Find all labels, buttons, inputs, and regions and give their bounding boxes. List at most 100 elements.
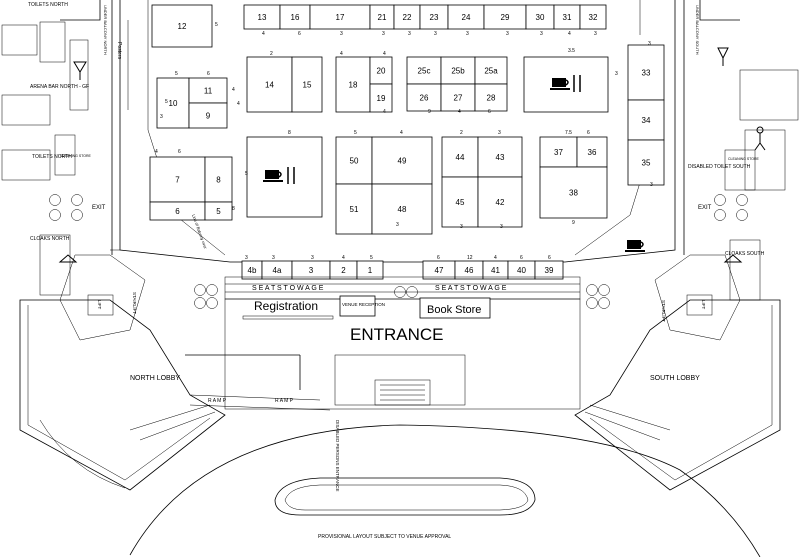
booth-label: 12: [178, 22, 187, 31]
booth-7: 7: [149, 156, 206, 203]
booth-label: 35: [642, 159, 651, 168]
booth-label: 9: [206, 112, 211, 121]
round-table: [736, 209, 748, 221]
booth-4b: 4b: [241, 260, 263, 280]
booth-label: 3: [309, 266, 314, 275]
round-table: [714, 194, 726, 206]
booth-50: 50: [335, 136, 373, 185]
booth-3: 3: [291, 260, 331, 280]
cloaks-north: CLOAKS NORTH: [30, 236, 70, 242]
booth-41: 41: [482, 260, 509, 280]
dimension-label: 3: [506, 31, 509, 37]
booth-18: 18: [335, 56, 371, 113]
booth-15: 15: [291, 56, 323, 113]
dimension-label: 4: [494, 255, 497, 261]
booth-32: 32: [579, 4, 607, 30]
dimension-label: 4: [568, 31, 571, 37]
venue-reception-label: VENUE RECEPTION: [342, 302, 385, 307]
booth-label: 33: [642, 69, 651, 78]
round-table: [406, 286, 418, 298]
round-table: [49, 209, 61, 221]
dimension-label: 6: [587, 130, 590, 136]
booth-45: 45: [441, 176, 479, 228]
booth-21: 21: [369, 4, 395, 30]
booth-38: 38: [539, 166, 608, 219]
booth-37: 37: [539, 136, 578, 168]
dimension-label: 8: [288, 130, 291, 136]
booth-label: 46: [465, 266, 474, 275]
booth-label: 18: [349, 81, 358, 90]
dimension-label: 3: [466, 31, 469, 37]
booth-17: 17: [309, 4, 371, 30]
booth-label: 49: [398, 157, 407, 166]
booth-label: 19: [377, 94, 386, 103]
booth-20: 20: [369, 56, 393, 85]
booth-label: 41: [491, 266, 500, 275]
round-table: [714, 209, 726, 221]
booth-label: 15: [303, 81, 312, 90]
booth-label: 43: [496, 153, 505, 162]
book-store-label: Book Store: [427, 304, 481, 316]
booth-23: 23: [419, 4, 449, 30]
toilets-north: TOILETS NORTH: [32, 154, 72, 160]
booth-34: 34: [627, 99, 665, 141]
stairlift-south: STAIRLIFT: [661, 300, 666, 322]
booth-label: 6: [175, 207, 180, 216]
dimension-label: 3: [340, 31, 343, 37]
under-balcony-south: UNDER BALCONY SOUTH: [695, 5, 700, 55]
entrance-block: [185, 295, 581, 411]
booth-label: 26: [420, 94, 429, 103]
booth-label: 29: [501, 13, 510, 22]
booth-9: 9: [188, 102, 228, 129]
cloaks-south: CLOAKS SOUTH: [725, 251, 765, 257]
booth-51: 51: [335, 183, 373, 235]
registration-label: Registration: [254, 299, 318, 313]
round-table: [586, 284, 598, 296]
left-services: [1, 21, 89, 296]
cafe-icon: [263, 170, 283, 182]
dining-icon: [573, 75, 581, 92]
dimension-label: 3: [594, 31, 597, 37]
dimension-label: 4: [237, 101, 240, 107]
booth-label: 23: [430, 13, 439, 22]
booth-label: 24: [462, 13, 471, 22]
ramp-right: R A M P: [275, 398, 294, 404]
booth-label: 42: [496, 198, 505, 207]
dimension-label: 3: [311, 255, 314, 261]
exit-north: EXIT: [92, 205, 106, 211]
booth-25c: 25c: [406, 56, 442, 85]
booth-29: 29: [483, 4, 527, 30]
dimension-label: 3: [382, 31, 385, 37]
round-table: [206, 297, 218, 309]
dimension-label: 4: [262, 31, 265, 37]
booth-11: 11: [188, 77, 228, 104]
booth-label: 38: [569, 189, 578, 198]
booth-25a: 25a: [474, 56, 508, 85]
round-table: [598, 284, 610, 296]
south-lobby-label: SOUTH LOBBY: [650, 375, 700, 382]
disabled-entrance: DISABLED PERSONS ENTRANCE: [335, 420, 340, 492]
round-table: [71, 194, 83, 206]
booth-30: 30: [525, 4, 555, 30]
dimension-label: 3: [615, 71, 618, 77]
dimension-label: 6: [437, 255, 440, 261]
booth-31: 31: [553, 4, 581, 30]
dimension-label: 3: [500, 224, 503, 230]
dimension-label: 3: [648, 41, 651, 47]
booth-26: 26: [406, 83, 442, 112]
booth-label: 50: [350, 157, 359, 166]
dimension-label: 5: [354, 130, 357, 136]
stage-front: S E A T S T O W A G E S E A T S T O W A …: [224, 276, 581, 300]
round-table: [194, 284, 206, 296]
booth-label: 25b: [451, 67, 465, 76]
round-table: [598, 297, 610, 309]
dimension-label: 6: [207, 71, 210, 77]
booth-1: 1: [356, 260, 384, 280]
booth-label: 28: [487, 94, 496, 103]
dimension-label: 3: [498, 130, 501, 136]
booth-label: 20: [377, 67, 386, 76]
dimension-label: 3: [460, 224, 463, 230]
